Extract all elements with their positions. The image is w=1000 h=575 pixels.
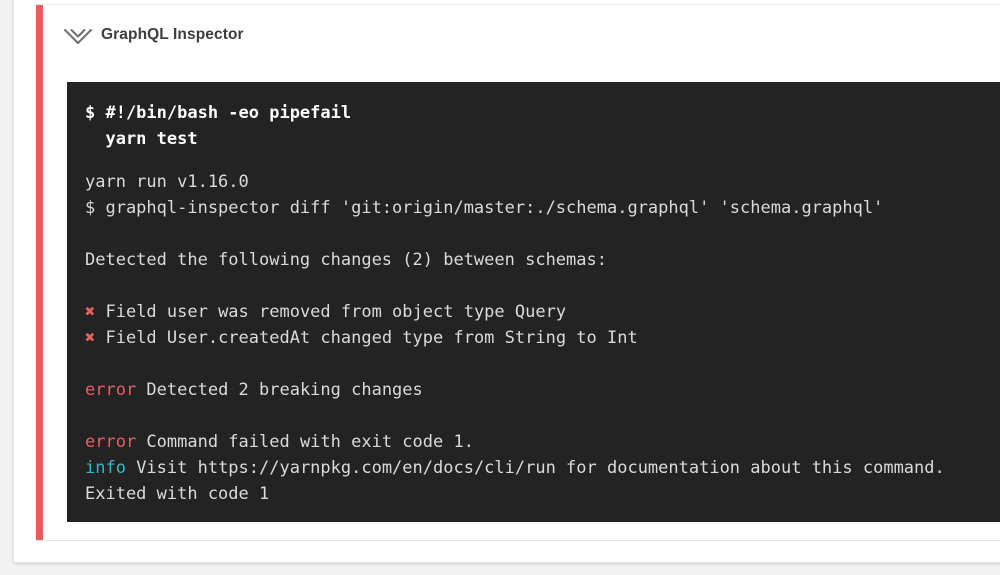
- terminal-body: yarn run v1.16.0 $ graphql-inspector diff…: [85, 169, 1000, 507]
- terminal-line: Exited with code 1: [85, 484, 270, 504]
- terminal-line: ✖ Field User.createdAt changed type from…: [85, 328, 638, 348]
- terminal-line: yarn run v1.16.0: [85, 172, 249, 192]
- collapse-chevron-double-down-icon[interactable]: [63, 27, 93, 51]
- step-title: GraphQL Inspector: [101, 26, 244, 43]
- terminal-line: [85, 403, 1000, 429]
- terminal-line: [85, 351, 1000, 377]
- step-header[interactable]: GraphQL Inspector: [43, 5, 1000, 77]
- terminal-line: info Visit https://yarnpkg.com/en/docs/c…: [85, 458, 945, 478]
- terminal-command-line: yarn test: [85, 129, 198, 149]
- terminal-line: $ graphql-inspector diff 'git:origin/mas…: [85, 198, 884, 218]
- terminal-line: [85, 221, 1000, 247]
- terminal-line: [85, 273, 1000, 299]
- step-status-bar: [36, 5, 43, 540]
- failed-step-section: GraphQL Inspector $ #!/bin/bash -eo pipe…: [36, 4, 1000, 541]
- terminal-line: ✖ Field user was removed from object typ…: [85, 302, 567, 322]
- terminal-command-line: $ #!/bin/bash -eo pipefail: [85, 103, 352, 123]
- terminal-line: Detected the following changes (2) betwe…: [85, 250, 607, 270]
- terminal-command: $ #!/bin/bash -eo pipefail yarn test: [85, 100, 1000, 152]
- terminal-line: error Command failed with exit code 1.: [85, 432, 474, 452]
- terminal-line: error Detected 2 breaking changes: [85, 380, 423, 400]
- job-step-card: GraphQL Inspector $ #!/bin/bash -eo pipe…: [13, 0, 1000, 563]
- terminal-output: $ #!/bin/bash -eo pipefail yarn test yar…: [67, 82, 1000, 522]
